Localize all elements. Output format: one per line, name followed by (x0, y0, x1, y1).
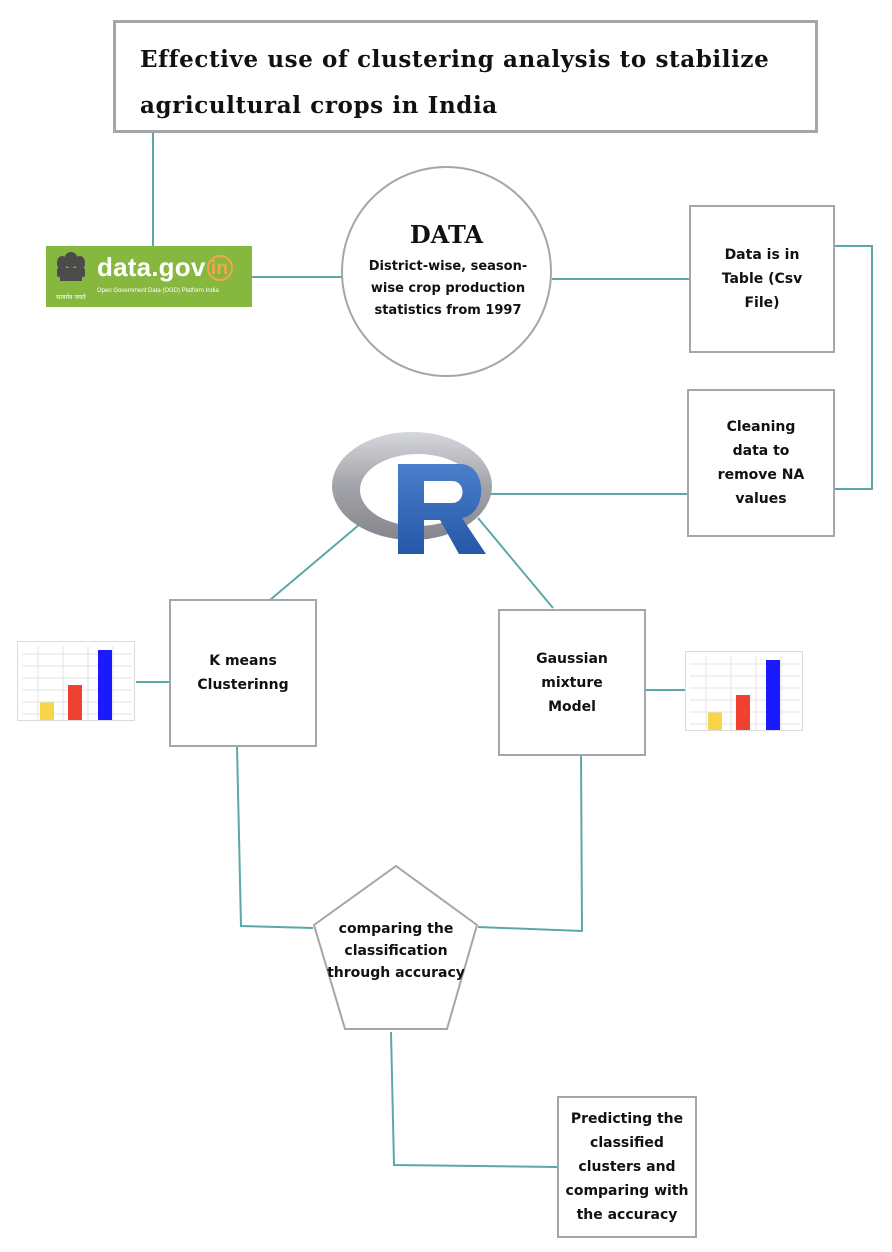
gmm-node-text: Gaussian mixture Model (536, 650, 608, 715)
gmm-bar-high (766, 660, 780, 730)
compare-pentagon-shape (312, 864, 479, 1030)
compare-pentagon-node (312, 864, 479, 1030)
table-node-text: Data is in Table (Csv File) (721, 247, 803, 311)
predict-node-text: Predicting the classified clusters and c… (565, 1111, 689, 1223)
gmm-bar-average (736, 695, 750, 730)
ashoka-emblem-icon: सत्यमेव जयते (56, 252, 86, 301)
r-logo-ring (332, 432, 492, 540)
emblem-caption: सत्यमेव जयते (56, 293, 86, 301)
gmm-bar-low (708, 712, 722, 730)
predict-node: Predicting the classified clusters and c… (557, 1096, 697, 1238)
data-circle-node: DATA District-wise, season-wise crop pro… (341, 166, 552, 377)
data-node-text: District-wise, season-wise crop producti… (368, 259, 528, 318)
gmm-node: Gaussian mixture Model (498, 609, 646, 756)
connector-compare-predict (390, 1031, 558, 1168)
kmeans-bar-chart: LowAverageHigh (17, 641, 135, 721)
r-logo-letter (398, 464, 486, 554)
cleaning-node: Cleaning data to remove NA values (687, 389, 835, 537)
cleaning-node-text: Cleaning data to remove NA values (717, 419, 805, 507)
kmeans-node-text: K means Clusterinng (197, 653, 289, 693)
kmeans-node: K means Clusterinng (169, 599, 317, 747)
compare-node-text: comparing the classification through acc… (327, 921, 465, 981)
title-line-2: agricultural crops in India (140, 92, 498, 119)
logo-name: data.gov (97, 252, 206, 282)
connector-r-gmm (477, 517, 554, 609)
data-node-title: DATA (409, 220, 484, 249)
title-box: Effective use of clustering analysis to … (113, 20, 818, 133)
r-logo-icon (332, 432, 492, 554)
connector-kmeans-compare (236, 745, 314, 929)
title-line-1: Effective use of clustering analysis to … (140, 46, 770, 73)
logo-subtitle: Open Government Data (OGD) Platform Indi… (97, 288, 219, 294)
connector-table-cleaning (835, 245, 873, 490)
connector-r-kmeans (269, 523, 361, 601)
kmeans-bar-average (68, 685, 82, 720)
kmeans-bar-low (40, 702, 54, 720)
table-node: Data is in Table (Csv File) (689, 205, 835, 353)
connector-gmm-compare (477, 753, 584, 933)
logo-in-badge: in (206, 255, 233, 281)
kmeans-bar-high (98, 650, 112, 720)
gmm-bar-chart: LowAverageHigh (685, 651, 803, 731)
